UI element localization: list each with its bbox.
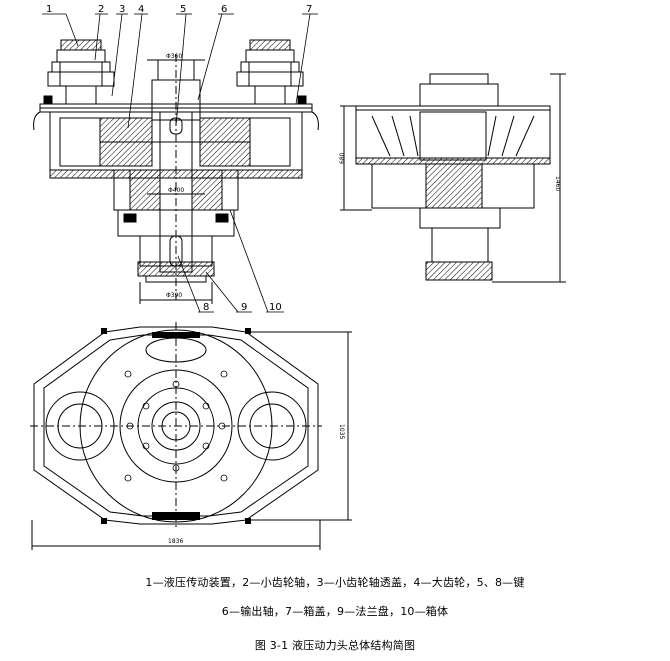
- left-hydraulic-motor: [43, 39, 115, 107]
- callout-5: 5: [180, 4, 186, 15]
- dim-mid-width: Φ400: [168, 187, 184, 194]
- figure-caption: 图 3-1 液压动力头总体结构简图: [254, 639, 416, 652]
- callout-4: 4: [138, 4, 144, 15]
- dim-top-width: Φ360: [166, 53, 182, 60]
- callout-2: 2: [98, 4, 104, 15]
- legend-line-1: 1—液压传动装置，2—小齿轮轴，3—小齿轮轴透盖，4—大齿轮，5、8—键: [145, 576, 525, 589]
- callout-1: 1: [46, 4, 52, 15]
- dim-side-total: 1460: [554, 176, 561, 191]
- callout-labels: 1 2 3 4 5 6 7 8 9 10: [46, 4, 312, 313]
- callout-8: 8: [203, 302, 209, 313]
- callout-3: 3: [119, 4, 125, 15]
- dim-bottom-width: Φ390: [166, 292, 182, 299]
- callout-10: 10: [269, 302, 282, 313]
- legend-line-2: 6—输出轴，7—箱盖，9—法兰盘，10—箱体: [221, 605, 449, 618]
- callout-7: 7: [306, 4, 312, 15]
- callout-6: 6: [221, 4, 227, 15]
- right-hydraulic-motor: [236, 39, 307, 107]
- callout-leaders: [42, 13, 318, 313]
- side-view: [340, 73, 566, 283]
- dim-plan-height: 1035: [338, 424, 345, 439]
- dim-plan-width: 1836: [168, 538, 183, 545]
- callout-9: 9: [241, 302, 247, 313]
- dim-side-height: 680: [339, 152, 346, 164]
- front-section-view: [33, 39, 319, 304]
